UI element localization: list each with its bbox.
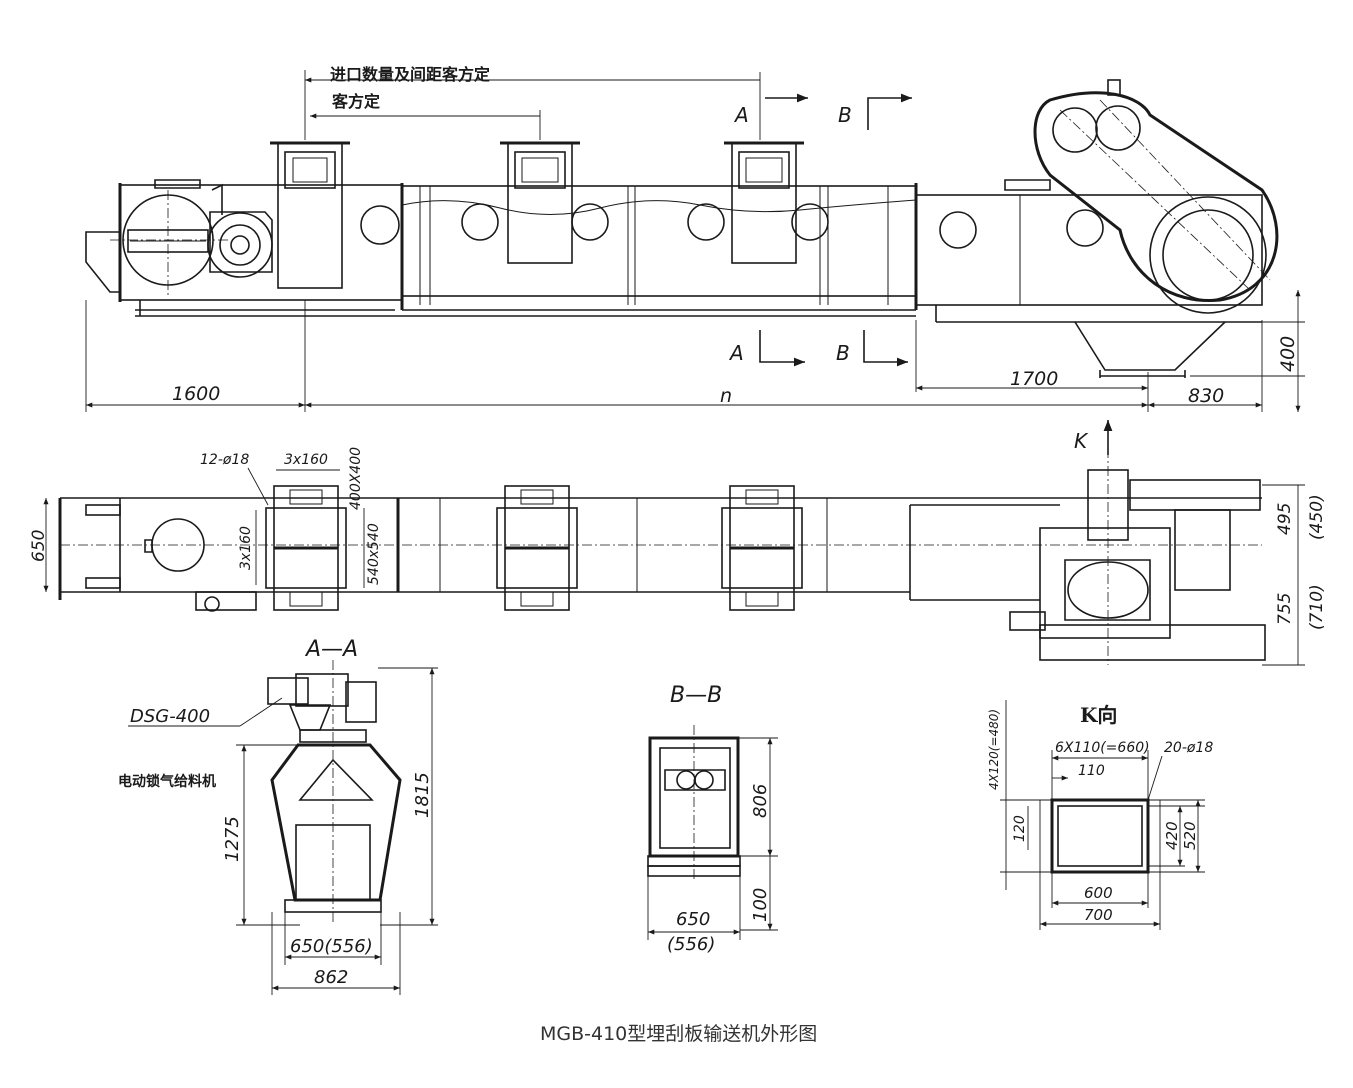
dim-450: (450): [1307, 494, 1327, 540]
label-3x160-top: 3x160: [284, 452, 328, 468]
plan-view: [58, 430, 1266, 665]
dim-100: 100: [750, 888, 771, 922]
dim-806: 806: [750, 784, 771, 818]
dim-120: 120: [1012, 815, 1028, 842]
dim-650-556: 650(556): [290, 936, 373, 957]
dim-556-bb: (556): [667, 934, 715, 955]
main-elevation-view: [85, 79, 1279, 378]
dim-4x120: 4X120(=480): [987, 709, 1001, 790]
section-bb-title: B—B: [670, 683, 722, 708]
label-holes: 12-ø18: [200, 452, 249, 468]
section-mark-b-bottom: B: [836, 341, 850, 365]
section-bb: B—B 806 100 650 (556): [647, 683, 778, 955]
plan-inlet-1: [265, 485, 347, 611]
dim-1275: 1275: [222, 816, 243, 862]
plan-inlet-2: [496, 485, 578, 611]
label-3x160-side: 3x160: [238, 526, 254, 570]
dim-650-plan: 650: [29, 530, 49, 562]
dim-400: 400: [1277, 336, 1299, 372]
main-view-annotations: 进口数量及间距客方定 客方定 A B A B 1600 n 1700 830 4…: [85, 65, 1305, 412]
section-aa: A—A DSG-400 电动锁气给料机 1275 1815 650(556) 8…: [118, 637, 438, 995]
dim-420: 420: [1163, 821, 1181, 850]
note-inlet-spacing: 进口数量及间距客方定: [330, 65, 490, 84]
view-k-mark: K: [1074, 429, 1089, 453]
view-k-title: K向: [1080, 703, 1117, 727]
section-mark-a-top: A: [733, 103, 749, 127]
dim-495: 495: [1275, 503, 1295, 535]
label-feeder: 电动锁气给料机: [118, 773, 216, 790]
section-aa-title: A—A: [304, 637, 358, 662]
dim-650-bb: 650: [676, 909, 710, 930]
label-400x400: 400X400: [348, 447, 364, 510]
dim-6x110: 6X110(=660): [1055, 740, 1150, 756]
dim-1600: 1600: [172, 383, 220, 405]
dim-600: 600: [1084, 884, 1113, 902]
note-customer: 客方定: [332, 92, 380, 111]
plan-view-annotations: 12-ø18 3x160 3x160 400X400 540x540 650 K…: [29, 420, 1327, 666]
drawing-caption: MGB-410型埋刮板输送机外形图: [540, 1023, 817, 1045]
plan-inlet-3: [721, 485, 803, 611]
label-540x540: 540x540: [366, 523, 382, 585]
dim-862: 862: [314, 967, 348, 988]
dim-holes-k: 20-ø18: [1164, 740, 1213, 756]
dim-1815: 1815: [412, 772, 433, 818]
dim-700: 700: [1084, 906, 1113, 924]
dim-110: 110: [1078, 763, 1105, 779]
dim-n: n: [720, 385, 732, 407]
section-mark-a-bottom: A: [728, 341, 744, 365]
dim-830: 830: [1188, 385, 1224, 407]
label-dsg: DSG-400: [130, 706, 210, 727]
dim-755: 755: [1275, 593, 1295, 625]
view-k: K向 600 700 6X110(=660) 110 20-ø18 4X120(…: [987, 700, 1213, 930]
dim-520: 520: [1181, 821, 1199, 850]
dim-710: (710): [1307, 584, 1327, 630]
dim-1700: 1700: [1010, 368, 1058, 390]
section-mark-b-top: B: [838, 103, 852, 127]
